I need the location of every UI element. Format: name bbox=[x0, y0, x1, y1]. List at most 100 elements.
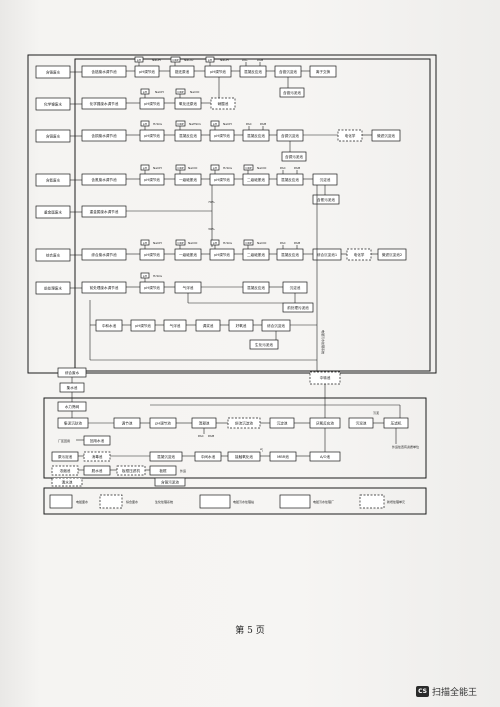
svg-text:pH调节池: pH调节池 bbox=[144, 177, 160, 182]
svg-text:原污泥池: 原污泥池 bbox=[58, 454, 73, 459]
svg-text:综合废水调节池: 综合废水调节池 bbox=[91, 252, 117, 257]
row-chrome: 含铬废水调节池 pH调节池 铬还原池 pH调节池 混凝反应池 含铬沉淀池 离子交… bbox=[81, 56, 337, 98]
row-biochemical: 中和水池 pH调节池 气浮池 调浆池 好氧池 综合沉淀池 生化污泥池 电镀污水处… bbox=[89, 185, 326, 372]
svg-text:ORP: ORP bbox=[177, 122, 183, 126]
svg-text:H₂SO₄: H₂SO₄ bbox=[223, 166, 233, 170]
svg-text:集水池: 集水池 bbox=[67, 385, 78, 390]
svg-text:混凝反应池: 混凝反应池 bbox=[179, 133, 197, 138]
camscanner-logo-icon: CS bbox=[416, 685, 429, 697]
svg-text:厂区回用: 厂区回用 bbox=[58, 439, 70, 443]
svg-text:pH调节池: pH调节池 bbox=[214, 177, 230, 182]
svg-text:pH: pH bbox=[213, 122, 217, 126]
svg-text:pH调节池: pH调节池 bbox=[155, 421, 171, 426]
svg-text:pH: pH bbox=[143, 241, 147, 245]
svg-text:气浮池: 气浮池 bbox=[183, 285, 194, 290]
svg-text:铬还原池: 铬还原池 bbox=[175, 69, 190, 74]
svg-text:沉淀池: 沉淀池 bbox=[277, 421, 288, 426]
svg-text:混凝反应池: 混凝反应池 bbox=[247, 285, 265, 290]
legend-swatch bbox=[49, 494, 73, 509]
svg-text:调节池: 调节池 bbox=[122, 421, 133, 426]
svg-text:电化学: 电化学 bbox=[345, 133, 356, 138]
svg-text:混凝反应池: 混凝反应池 bbox=[281, 252, 299, 257]
legend: 电镀废水 综合废水 电镀污水处理站 电镀污水处理厂 新增处理单元 生化处理系统 bbox=[49, 494, 405, 509]
svg-text:板框: 板框 bbox=[159, 468, 167, 473]
source-label: 含铜废水 bbox=[46, 134, 61, 139]
svg-text:含铬沉淀池: 含铬沉淀池 bbox=[279, 69, 297, 74]
lower-process: 中转池 综合废水 集水池 水力筛网 集泥沉砂池 调节池 pH调节池 混凝池 斜流… bbox=[51, 367, 419, 487]
svg-text:pH调节池: pH调节池 bbox=[144, 252, 160, 257]
svg-text:气: 气 bbox=[260, 447, 263, 452]
svg-text:NaOH: NaOH bbox=[152, 58, 161, 62]
svg-text:pH调节池: pH调节池 bbox=[210, 69, 226, 74]
svg-text:微滤沉淀池: 微滤沉淀池 bbox=[377, 133, 395, 138]
svg-text:NaClO: NaClO bbox=[188, 241, 198, 245]
svg-text:消毒池: 消毒池 bbox=[92, 454, 103, 459]
svg-text:ORP: ORP bbox=[245, 166, 251, 170]
svg-text:二级破氰池: 二级破氰池 bbox=[247, 177, 265, 182]
svg-text:MBR池: MBR池 bbox=[277, 454, 289, 459]
legend-label: 新增处理单元 bbox=[387, 499, 405, 504]
legend-label: 电镀污水处理厂 bbox=[313, 499, 334, 504]
svg-text:离子交换: 离子交换 bbox=[316, 69, 331, 74]
svg-text:一级破氰池: 一级破氰池 bbox=[179, 252, 197, 257]
svg-text:水力筛网: 水力筛网 bbox=[65, 404, 80, 409]
svg-text:含铜废水调节池: 含铜废水调节池 bbox=[91, 133, 117, 138]
legend-label: 电镀废水 bbox=[76, 499, 88, 504]
svg-text:外运处置有资质单位: 外运处置有资质单位 bbox=[392, 444, 419, 449]
svg-text:好氧池: 好氧池 bbox=[236, 323, 247, 328]
svg-text:NaClO: NaClO bbox=[188, 166, 198, 170]
svg-text:PAC: PAC bbox=[280, 241, 286, 245]
svg-text:含铜沉淀池: 含铜沉淀池 bbox=[281, 133, 299, 138]
svg-text:重金属废水调节池: 重金属废水调节池 bbox=[90, 209, 119, 214]
legend-frame bbox=[43, 487, 427, 515]
source-label: 含铬废水 bbox=[46, 70, 61, 75]
legend-label: 综合废水 bbox=[126, 499, 138, 504]
svg-text:H₂SO₄: H₂SO₄ bbox=[153, 122, 163, 126]
svg-text:中间水池: 中间水池 bbox=[201, 454, 216, 459]
upper-frame bbox=[27, 54, 437, 374]
svg-text:pH: pH bbox=[143, 166, 147, 170]
svg-text:混凝池: 混凝池 bbox=[199, 421, 210, 426]
svg-text:中转池: 中转池 bbox=[320, 375, 331, 380]
svg-text:一级破氰池: 一级破氰池 bbox=[179, 177, 197, 182]
svg-text:外运: 外运 bbox=[180, 468, 186, 473]
source-label: 重金属废水 bbox=[44, 210, 62, 215]
svg-text:pH调节池: pH调节池 bbox=[139, 69, 155, 74]
svg-text:NaOH: NaOH bbox=[153, 166, 162, 170]
svg-text:pH: pH bbox=[143, 122, 147, 126]
svg-text:ORP: ORP bbox=[245, 241, 251, 245]
svg-text:pH: pH bbox=[213, 166, 217, 170]
source-label: 前处理废水 bbox=[44, 286, 62, 291]
svg-text:混凝反应池: 混凝反应池 bbox=[281, 177, 299, 182]
svg-text:气浮池: 气浮池 bbox=[170, 323, 181, 328]
svg-text:调浆池: 调浆池 bbox=[203, 323, 214, 328]
svg-text:PAC: PAC bbox=[198, 434, 204, 438]
svg-text:中和水池: 中和水池 bbox=[102, 323, 117, 328]
svg-text:清水池: 清水池 bbox=[62, 480, 73, 485]
svg-text:pH调节池: pH调节池 bbox=[144, 133, 160, 138]
legend-label: 生化处理系统 bbox=[155, 499, 173, 504]
svg-text:污泥: 污泥 bbox=[373, 410, 379, 415]
watermark-app-name: 扫描全能王 bbox=[432, 687, 478, 698]
svg-text:电化学: 电化学 bbox=[354, 252, 365, 257]
svg-text:板框压滤机: 板框压滤机 bbox=[122, 468, 140, 473]
svg-text:NaOH: NaOH bbox=[155, 90, 164, 94]
svg-text:综合沉淀池: 综合沉淀池 bbox=[267, 323, 285, 328]
svg-text:pH调节池: pH调节池 bbox=[144, 101, 160, 106]
svg-text:含氰污泥池: 含氰污泥池 bbox=[317, 197, 335, 202]
split-30-label: 30% bbox=[208, 227, 215, 231]
svg-text:含铬废水调节池: 含铬废水调节池 bbox=[91, 69, 117, 74]
svg-text:pH调节池: pH调节池 bbox=[144, 285, 160, 290]
svg-text:PAM: PAM bbox=[208, 434, 215, 438]
legend-swatch bbox=[99, 494, 123, 509]
svg-text:含铜污泥池: 含铜污泥池 bbox=[285, 154, 303, 159]
svg-text:NaOH: NaOH bbox=[153, 241, 162, 245]
svg-text:沉淀池: 沉淀池 bbox=[290, 285, 301, 290]
legend-swatch bbox=[279, 494, 311, 509]
svg-text:二级破氰池: 二级破氰池 bbox=[247, 252, 265, 257]
svg-text:PAM: PAM bbox=[260, 122, 267, 126]
svg-text:斜流沉淀池: 斜流沉淀池 bbox=[235, 421, 253, 426]
svg-text:NaOH: NaOH bbox=[220, 58, 229, 62]
svg-text:pH: pH bbox=[208, 58, 212, 62]
